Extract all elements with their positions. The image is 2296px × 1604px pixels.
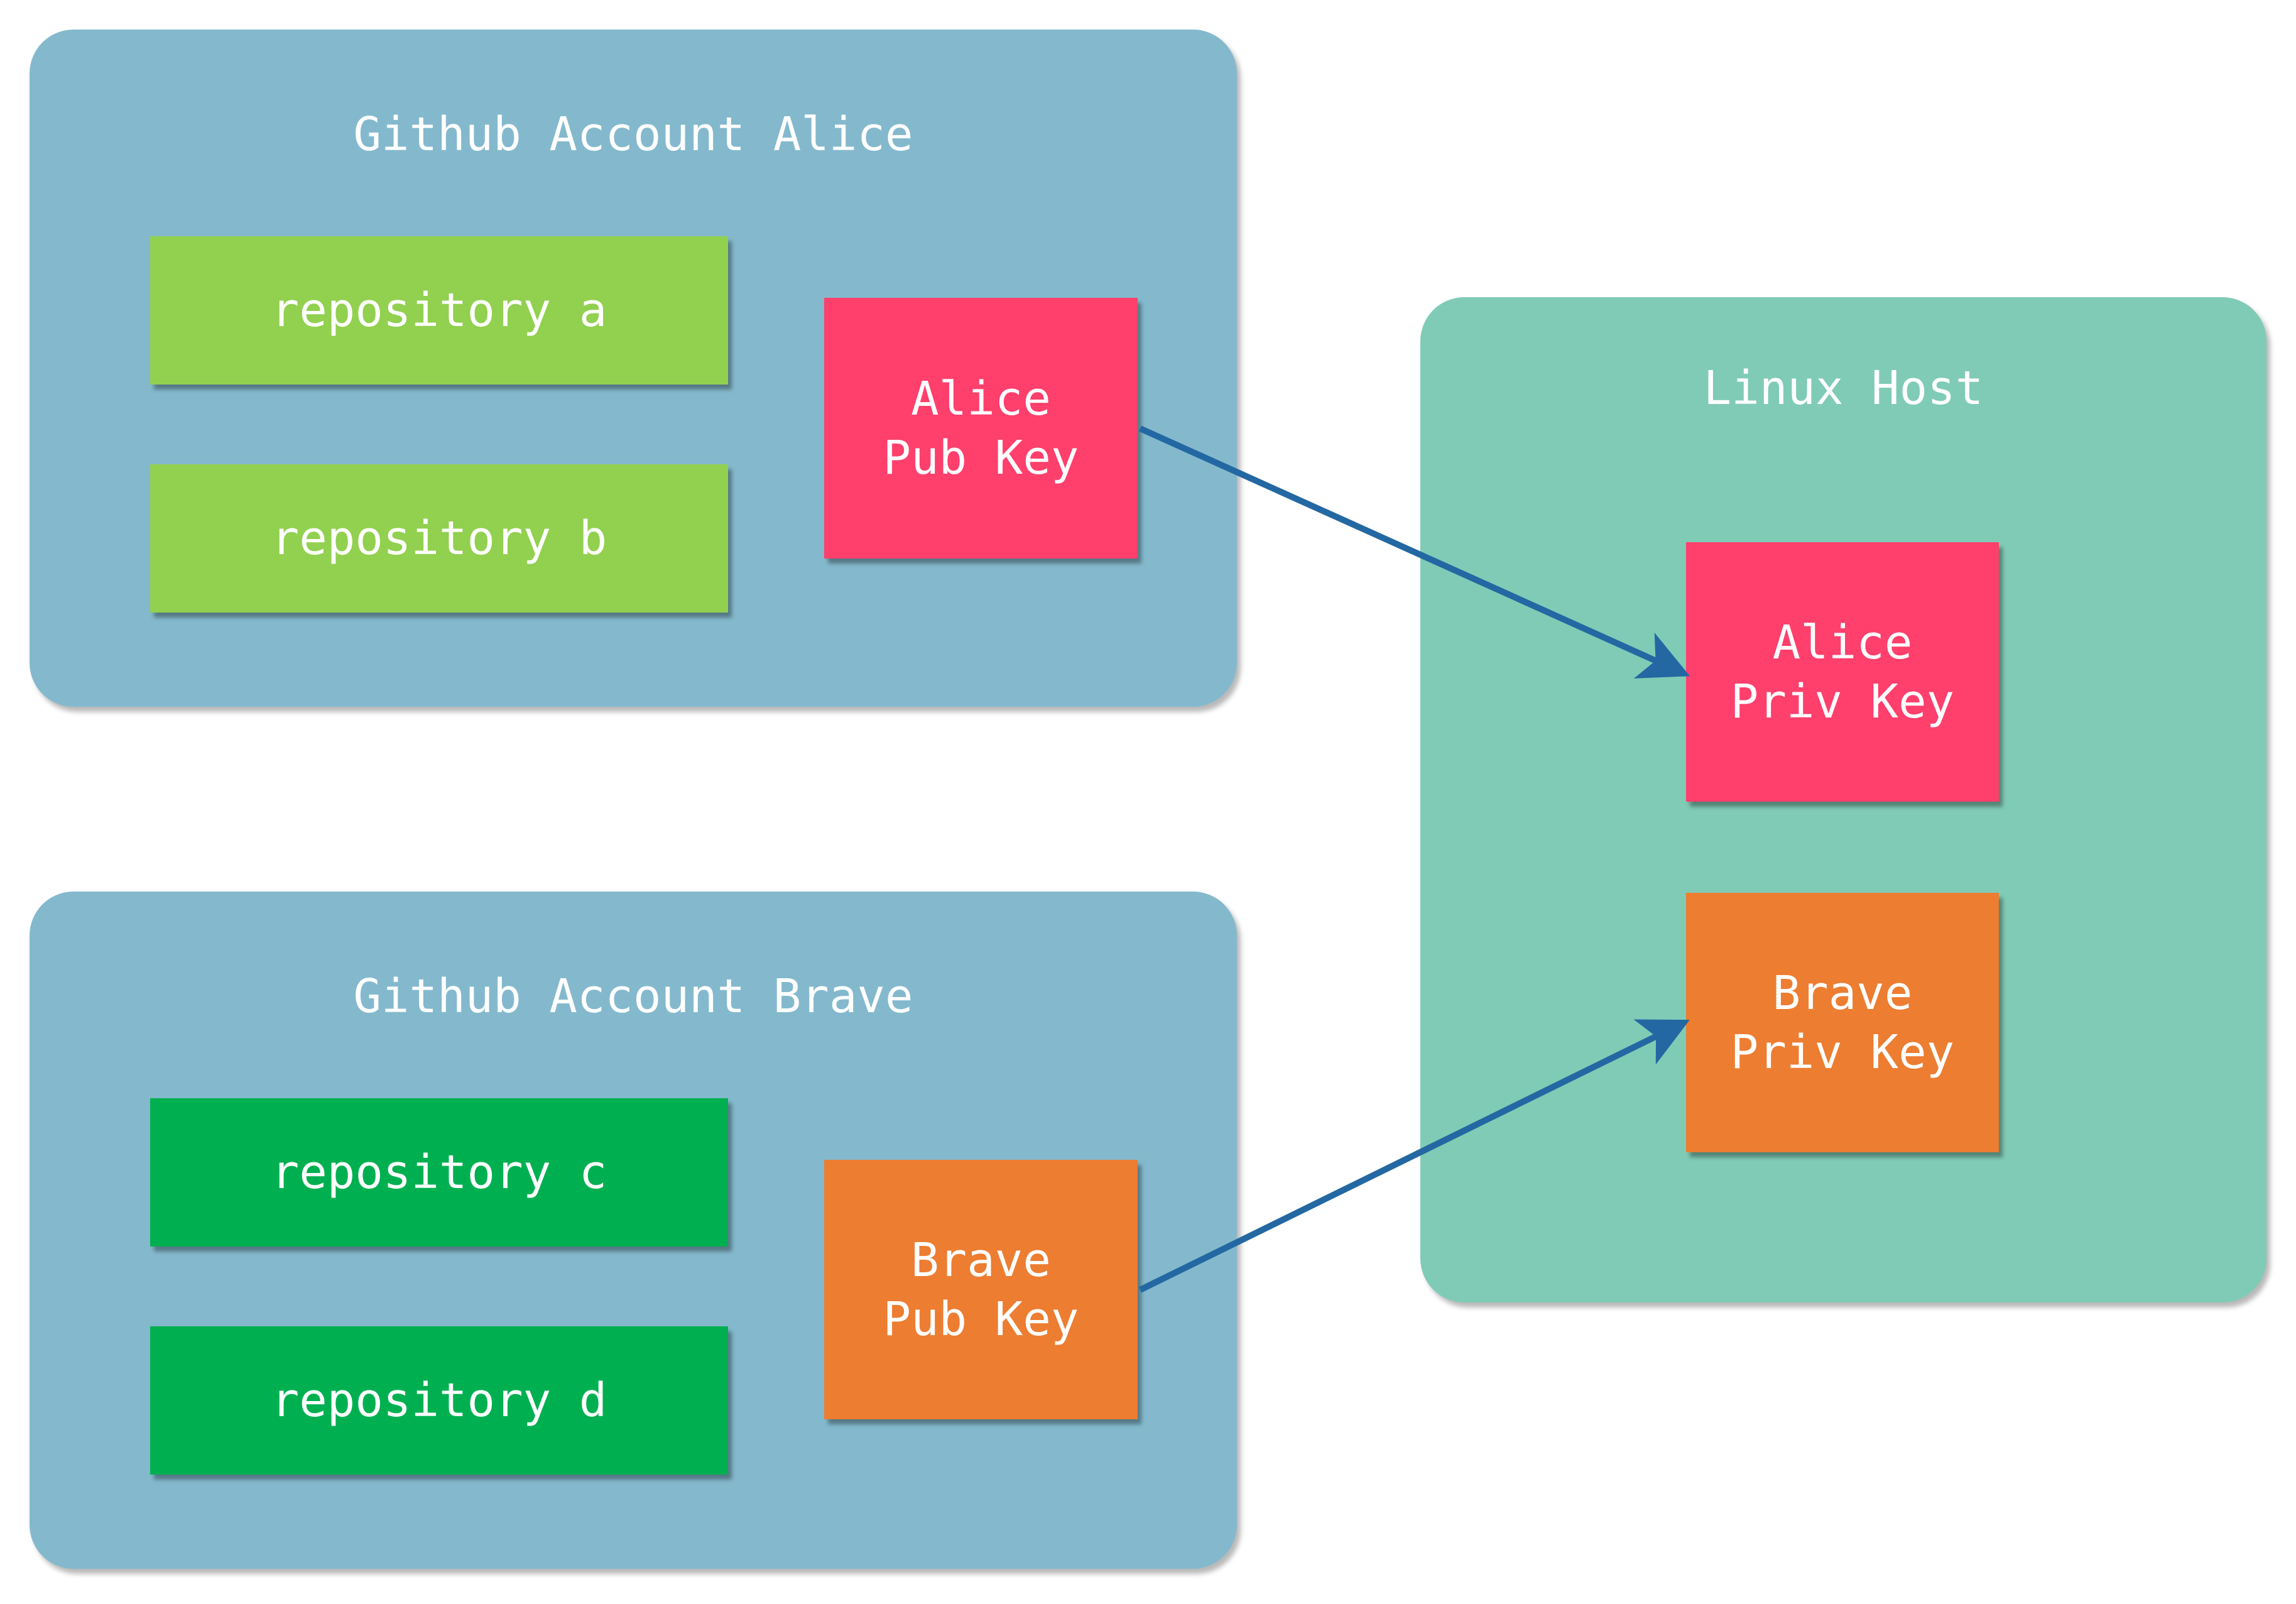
repository-c: repository c [150,1098,728,1247]
repository-a-label: repository a [271,283,607,337]
repository-c-label: repository c [271,1145,607,1199]
account-title-brave: Github Account Brave [353,969,913,1023]
alice-priv-key: Alice Priv Key [1686,542,1999,802]
alice-pub-key: Alice Pub Key [824,298,1138,559]
linux-host-title: Linux Host [1703,361,1984,415]
alice-pub-key-line2: Pub Key [883,430,1079,485]
brave-pub-key-line2: Pub Key [883,1292,1079,1346]
alice-priv-key-text: Alice Priv Key [1731,613,1954,731]
brave-priv-key-line1: Brave [1772,966,1913,1020]
repository-b: repository b [150,464,728,613]
alice-priv-key-line1: Alice [1772,615,1913,670]
brave-pub-key-line1: Brave [911,1233,1051,1287]
repository-a: repository a [150,236,728,385]
alice-pub-key-text: Alice Pub Key [883,369,1079,488]
alice-priv-key-line2: Priv Key [1730,674,1955,729]
brave-pub-key: Brave Pub Key [824,1160,1138,1419]
brave-priv-key-text: Brave Priv Key [1731,964,1954,1082]
account-title-alice: Github Account Alice [353,107,913,161]
brave-priv-key-line2: Priv Key [1730,1025,1955,1079]
repository-d-label: repository d [271,1373,607,1427]
repository-b-label: repository b [271,511,607,565]
brave-priv-key: Brave Priv Key [1686,893,1999,1152]
repository-d: repository d [150,1326,728,1475]
brave-pub-key-text: Brave Pub Key [883,1231,1079,1349]
alice-pub-key-line1: Alice [911,371,1051,426]
